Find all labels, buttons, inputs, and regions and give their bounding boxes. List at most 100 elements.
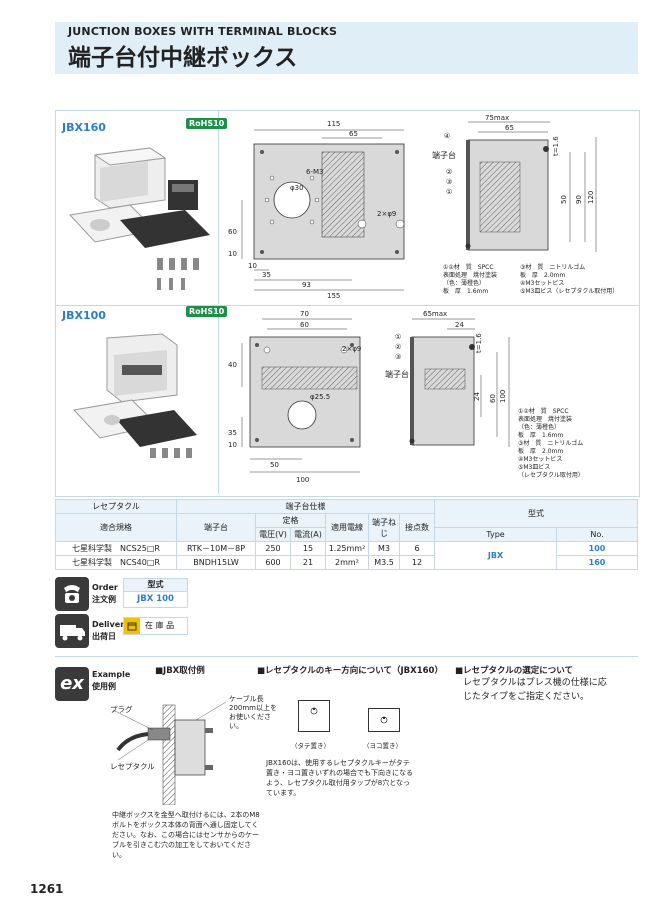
jbx100-side-c1: ①: [395, 333, 401, 341]
jbx160-model: JBX160: [62, 121, 106, 134]
jbx160-front-drawing: 115 65 6-M3 φ30 2×φ9 60 10 10 35 93 155: [228, 120, 405, 300]
jbx160-side-label: 端子台: [432, 150, 456, 160]
table-row: 七星科学製 NCS25□R RTK－10M－8P 250 15 1.25mm² …: [55, 541, 638, 570]
jbx100-side-t16: t=1.6: [475, 333, 483, 353]
title-en: JUNCTION BOXES WITH TERMINAL BLOCKS: [68, 25, 338, 38]
th-type: 型式: [434, 499, 638, 528]
jbx100-side-65max: 65max: [423, 310, 447, 318]
jbx100-dim-70: 70: [300, 310, 309, 318]
type-value: JBX: [434, 541, 557, 570]
jbx100-dim-10: 10: [228, 441, 237, 449]
order-phone-icon: [55, 577, 89, 611]
header-band: [55, 22, 638, 74]
th-terminal-spec: 端子台仕様: [176, 499, 435, 514]
th-no: No.: [556, 527, 638, 542]
jbx100-side-c3: ③: [395, 353, 401, 361]
example-label-jp: 使用例: [92, 682, 116, 691]
section-divider: [55, 656, 638, 657]
jbx160-side-75max: 75max: [485, 114, 509, 122]
mounting-example-drawing: [112, 701, 227, 805]
jbx160-dim-60: 60: [228, 228, 237, 236]
receptacle-label: レセプタクル: [110, 762, 155, 771]
th-current: 電流(A): [290, 527, 326, 542]
spec-table: レセプタクル 端子台仕様 型式 適合規格 端子台 定格 適用電線 端子ねじ 接点…: [55, 499, 638, 570]
page-title: 端子台付中継ボックス: [68, 45, 298, 71]
example-label-en: Example: [92, 670, 131, 679]
jbx100-side-c2: ②: [395, 343, 401, 351]
jbx160-dim-10v: 10: [228, 250, 237, 258]
jbx160-side-c1: ①: [446, 188, 452, 196]
key-note: JBX160は、使用するレセプタクルキーがタテ置き・ヨコ置きいずれの場合でも下向…: [266, 759, 413, 797]
jbx100-notes: ①②材 質 SPCC 表面処理 焼付塗装 （色：薄橙色） 板 厚 1.6mm ③…: [518, 408, 584, 479]
jbx160-notes-right: ③材 質 ニトリルゴム 板 厚 2.0mm ④M3セットビス ⑤M3皿ビス（レセ…: [520, 264, 619, 295]
select-note: レセプタクルはプレス機の仕様に応じたタイプをご指定ください。: [463, 678, 607, 702]
mount-note: 中継ボックスを金型へ取付けるには、2本のM8ボルトをボックス本体の背面へ通し固定…: [112, 811, 260, 859]
example-sec2-title: ■レセプタクルのキー方向について（JBX160）: [257, 666, 443, 676]
yoko-label: （ヨコ置き）: [363, 742, 402, 750]
jbx100-model: JBX100: [62, 309, 106, 322]
jbx160-side-c2: ②: [446, 168, 452, 176]
jbx100-side-100: 100: [499, 390, 507, 403]
example-sec3-title: ■レセプタクルの選定について: [455, 666, 574, 676]
example-ex-icon: ex: [55, 667, 89, 701]
jbx160-side-120: 120: [587, 191, 595, 204]
jbx100-dim-60: 60: [300, 321, 309, 329]
th-standard: 適合規格: [55, 513, 177, 542]
jbx160-side-c4: ④: [444, 132, 450, 140]
th-type-en: Type: [434, 527, 557, 542]
delivery-truck-icon: [55, 614, 89, 648]
stock-icon: [124, 618, 140, 634]
th-rating: 定格: [255, 513, 326, 528]
delivery-box: 在 庫 品: [123, 617, 188, 635]
th-screw: 端子ねじ: [368, 513, 400, 542]
th-voltage: 電圧(V): [255, 527, 291, 542]
jbx100-side-60: 60: [489, 394, 497, 403]
jbx160-dim-65: 65: [349, 130, 358, 138]
key-vertical-icon: [298, 700, 330, 732]
table-row: 七星科学製 NCS40□R BNDH15LW 600 21 2mm² M3.5 …: [55, 555, 638, 570]
jbx160-side-90: 90: [575, 195, 583, 204]
jbx160-product-photo: [69, 147, 210, 290]
jbx100-product-photo: [73, 333, 197, 458]
jbx160-dim-dia: φ30: [290, 184, 304, 192]
jbx160-side-t16: t=1.6: [552, 136, 560, 156]
jbx100-dim-40: 40: [228, 361, 237, 369]
jbx160-dim-10h: 10: [248, 262, 257, 270]
jbx160-dim-93: 93: [302, 281, 311, 289]
jbx100-front-drawing: 70 60 2×φ9 40 φ25.5 35 10 50 100: [228, 310, 361, 484]
plug-label: プラグ: [110, 705, 133, 714]
jbx100-dim-100: 100: [296, 476, 309, 484]
delivery-label-jp: 出荷日: [92, 632, 116, 641]
jbx160-side-65: 65: [505, 124, 514, 132]
jbx100-dim-dia: φ25.5: [310, 393, 330, 401]
jbx160-dim-35: 35: [262, 271, 271, 279]
key-horizontal-icon: [368, 708, 400, 732]
delivery-label-en: Delivery: [92, 620, 130, 629]
order-label-en: Order: [92, 583, 118, 592]
jbx100-side-24w: 24: [455, 321, 464, 329]
example-sec1-title: ■JBX取付例: [155, 666, 205, 676]
jbx100-rohs-badge: RoHS10: [186, 306, 228, 317]
jbx160-dim-holes: 2×φ9: [377, 210, 396, 218]
tate-label: （タテ置き）: [291, 742, 330, 750]
jbx100-side-label: 端子台: [385, 369, 409, 379]
jbx160-rohs-badge: RoHS10: [186, 118, 228, 129]
jbx160-dim-6m3: 6-M3: [306, 168, 323, 176]
order-type-label: 型式: [124, 579, 187, 592]
jbx160-dim-115: 115: [327, 120, 340, 128]
jbx160-side-drawing: 75max 65 ④ 端子台 ② ③ ① t=1.6 50 90 120: [432, 114, 597, 252]
jbx160-notes-left: ①②材 質 SPCC 表面処理 焼付塗装 （色：薄橙色） 板 厚 1.6mm: [443, 264, 498, 295]
jbx100-dim-50: 50: [270, 461, 279, 469]
cable-note: ケーブル長200mm以上をお使いください。: [229, 695, 277, 730]
order-label-jp: 注文例: [92, 595, 116, 604]
jbx100-photo-area: [56, 306, 219, 494]
th-terminal: 端子台: [176, 513, 256, 542]
jbx100-side-24h: 24: [473, 392, 481, 401]
th-receptacle: レセプタクル: [55, 499, 177, 514]
jbx160-side-c3: ③: [446, 178, 452, 186]
th-wire: 適用電線: [325, 513, 369, 542]
order-box: 型式 JBX 100: [123, 578, 188, 608]
page-number: 1261: [30, 882, 64, 896]
order-example: JBX 100: [137, 594, 174, 604]
jbx100-dim-holes: 2×φ9: [342, 345, 361, 353]
